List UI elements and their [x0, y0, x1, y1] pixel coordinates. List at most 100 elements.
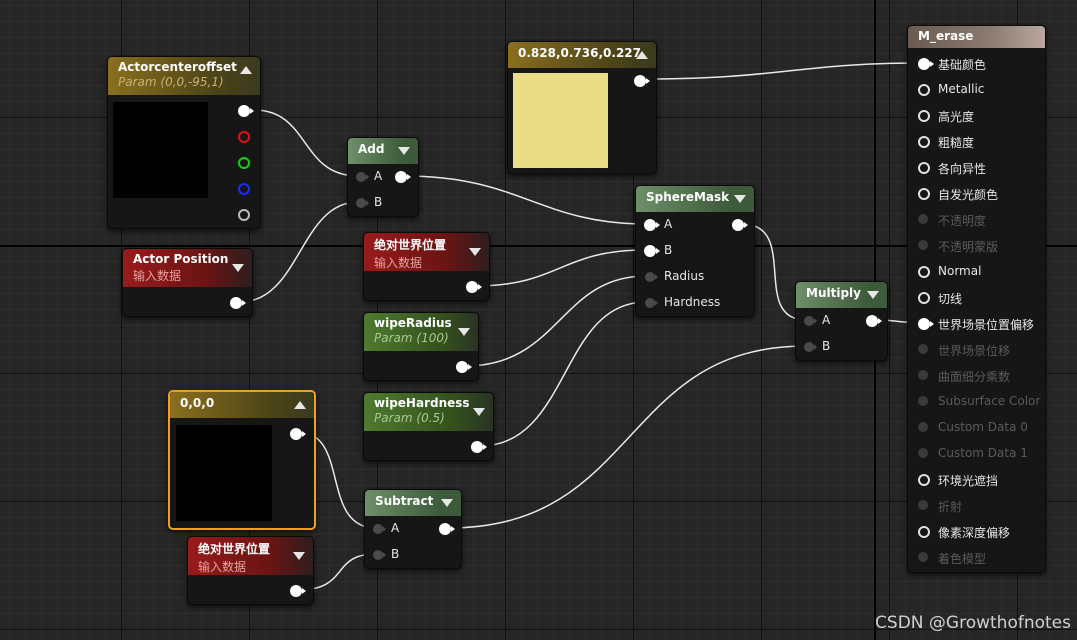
node-header[interactable]: wipeHardness Param (0.5) [364, 393, 493, 431]
node-header[interactable]: 0.828,0.736,0.227 [508, 42, 656, 68]
input-pin-b[interactable] [373, 550, 386, 560]
collapse-icon[interactable] [473, 408, 485, 416]
collapse-icon[interactable] [734, 195, 746, 203]
input-pin[interactable] [918, 318, 934, 330]
input-pin [918, 344, 928, 354]
input-pin[interactable] [918, 58, 934, 70]
preview-swatch [176, 425, 272, 521]
constant-000-node[interactable]: 0,0,0 [168, 390, 316, 530]
output-pin-rgba[interactable] [238, 105, 254, 117]
node-subtitle: 输入数据 [198, 560, 247, 574]
input-pin-a[interactable] [356, 172, 369, 182]
input-pin [918, 448, 928, 458]
absolute-world-position-node-2[interactable]: 绝对世界位置 输入数据 [187, 536, 314, 605]
input-pin[interactable] [918, 526, 930, 538]
output-pin[interactable] [395, 171, 411, 183]
node-header[interactable]: Actor Position 输入数据 [123, 249, 252, 287]
collapse-icon[interactable] [469, 248, 481, 256]
collapse-icon[interactable] [441, 499, 453, 507]
input-pin[interactable] [918, 110, 930, 122]
collapse-icon[interactable] [240, 66, 252, 74]
output-pin-b[interactable] [238, 183, 250, 195]
input-pin[interactable] [918, 292, 930, 304]
node-title: Add [358, 142, 385, 156]
output-pin[interactable] [866, 315, 882, 327]
node-header[interactable]: 绝对世界位置 输入数据 [188, 537, 313, 575]
input-pin-b[interactable] [804, 342, 817, 352]
node-header[interactable]: Multiply [796, 282, 887, 308]
input-pin [918, 422, 928, 432]
node-header[interactable]: Subtract [365, 490, 461, 516]
pin-label-hardness: Hardness [664, 295, 721, 309]
pin-label-a: A [664, 217, 673, 231]
wire-spheremask-to-multiply-a [741, 223, 807, 321]
collapse-icon[interactable] [232, 264, 244, 272]
node-header[interactable]: M_erase [908, 26, 1045, 48]
wipe-radius-node[interactable]: wipeRadius Param (100) [363, 312, 479, 381]
output-pin[interactable] [290, 585, 306, 597]
node-header[interactable]: Actorcenteroffset Param (0,0,-95,1) [108, 57, 260, 95]
node-header[interactable]: 0,0,0 [170, 392, 314, 418]
node-title: M_erase [918, 29, 974, 43]
wire-hardness-to-spheremask-hardness [479, 301, 647, 447]
input-label: 世界场景位置偏移 [938, 318, 1035, 332]
output-pin[interactable] [466, 281, 482, 293]
actor-position-node[interactable]: Actor Position 输入数据 [122, 248, 253, 317]
input-pin [918, 214, 928, 224]
absolute-world-position-node[interactable]: 绝对世界位置 输入数据 [363, 232, 490, 301]
input-pin-a[interactable] [373, 524, 386, 534]
input-pin[interactable] [918, 162, 930, 174]
color-constant-node[interactable]: 0.828,0.736,0.227 [507, 41, 657, 174]
input-pin-a[interactable] [804, 316, 817, 326]
node-header[interactable]: wipeRadius Param (100) [364, 313, 478, 351]
input-pin-radius[interactable] [645, 272, 658, 282]
node-header[interactable]: 绝对世界位置 输入数据 [364, 233, 489, 271]
input-pin[interactable] [918, 188, 930, 200]
input-pin [918, 396, 928, 406]
collapse-icon[interactable] [294, 401, 306, 409]
material-result-node[interactable]: M_erase 基础颜色 Metallic 高光度 粗糙度 各向异性 自发光颜色… [907, 25, 1046, 573]
output-pin[interactable] [471, 441, 487, 453]
collapse-icon[interactable] [636, 51, 648, 59]
node-title: Multiply [806, 286, 861, 300]
sphere-mask-node[interactable]: SphereMask A B Radius Hardness [635, 185, 755, 317]
actor-center-offset-node[interactable]: Actorcenteroffset Param (0,0,-95,1) [107, 56, 261, 229]
output-pin[interactable] [290, 428, 306, 440]
subtract-node[interactable]: Subtract A B [364, 489, 462, 569]
input-pin [918, 370, 928, 380]
input-label: 切线 [938, 292, 963, 306]
output-pin[interactable] [732, 219, 748, 231]
input-pin-hardness[interactable] [645, 298, 658, 308]
multiply-node[interactable]: Multiply A B [795, 281, 888, 361]
input-pin[interactable] [918, 136, 930, 148]
input-pin-b[interactable] [644, 245, 660, 257]
output-pin-a[interactable] [238, 209, 250, 221]
pin-label-b: B [391, 547, 400, 561]
node-title: 绝对世界位置 [198, 542, 271, 556]
output-pin[interactable] [456, 361, 472, 373]
output-pin[interactable] [439, 523, 455, 535]
collapse-icon[interactable] [293, 552, 305, 560]
collapse-icon[interactable] [458, 328, 470, 336]
collapse-icon[interactable] [867, 291, 879, 299]
node-subtitle: 输入数据 [133, 269, 182, 283]
collapse-icon[interactable] [398, 147, 410, 155]
wire-color-to-base-color [643, 62, 923, 80]
output-pin-r[interactable] [238, 131, 250, 143]
wipe-hardness-node[interactable]: wipeHardness Param (0.5) [363, 392, 494, 461]
output-pin[interactable] [230, 297, 246, 309]
input-pin-b[interactable] [356, 198, 369, 208]
node-header[interactable]: Add [348, 138, 418, 164]
input-pin-a[interactable] [644, 219, 660, 231]
input-label: 着色模型 [938, 552, 987, 566]
node-header[interactable]: SphereMask [636, 186, 754, 212]
node-subtitle: 输入数据 [374, 256, 423, 270]
output-pin-g[interactable] [238, 157, 250, 169]
output-pin[interactable] [634, 75, 650, 87]
input-pin[interactable] [918, 266, 930, 278]
input-pin[interactable] [918, 474, 930, 486]
node-title: Actorcenteroffset [118, 60, 237, 74]
input-pin[interactable] [918, 84, 930, 96]
input-label: 世界场景位移 [938, 344, 1011, 358]
add-node[interactable]: Add A B [347, 137, 419, 217]
